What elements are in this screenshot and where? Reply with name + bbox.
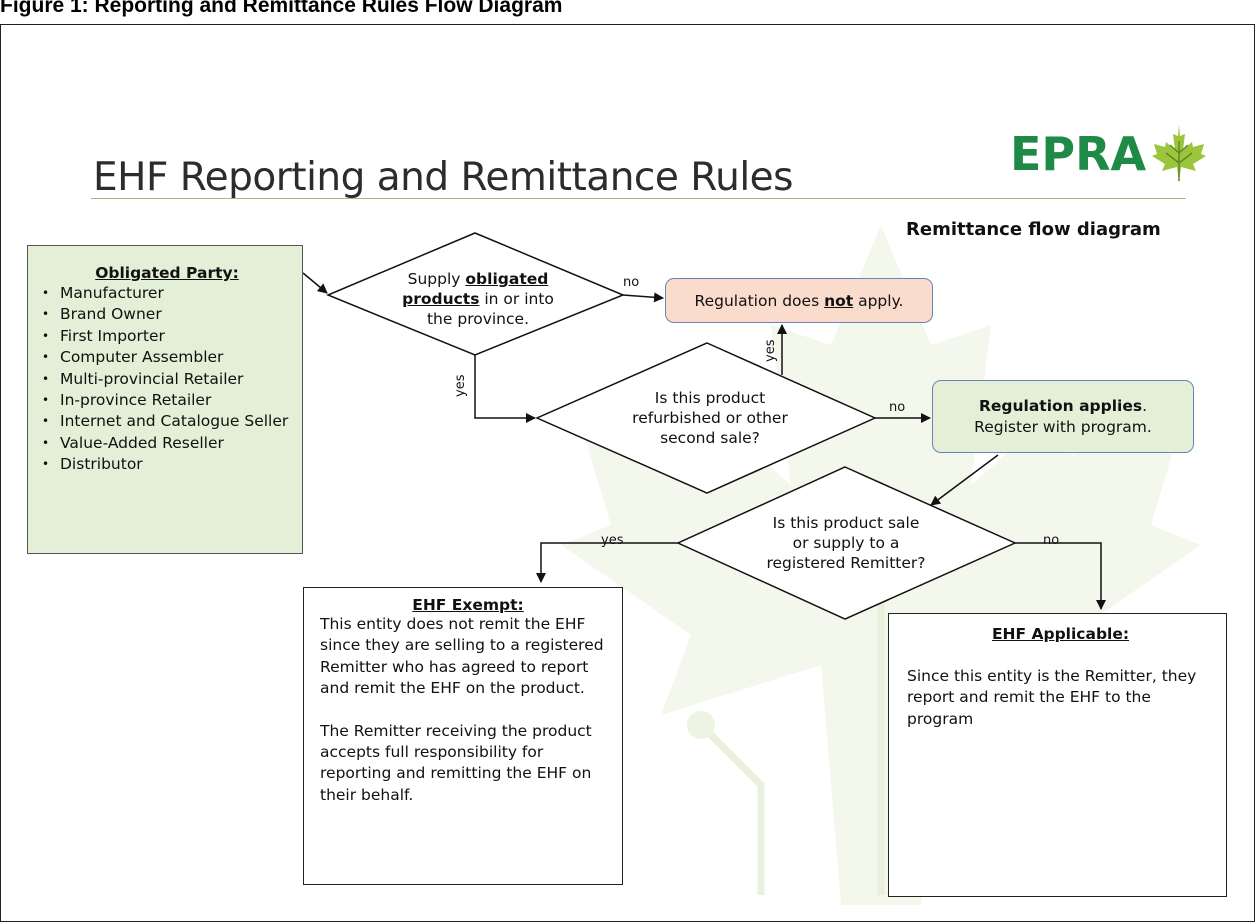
epra-logo: EPRA <box>1010 123 1212 185</box>
decision-1-pre: Supply <box>407 270 466 288</box>
list-item: In-province Retailer <box>42 390 294 412</box>
ehf-exempt-paragraph-1: This entity does not remit the EHF since… <box>320 615 604 698</box>
maple-leaf-icon <box>1152 125 1207 183</box>
ehf-exempt-heading: EHF Exempt: <box>412 596 524 614</box>
edge-label-d1-no: no <box>623 275 640 290</box>
decision-3-text: Is this product sale or supply to a regi… <box>766 514 926 572</box>
edge-applies-to-d3 <box>930 454 999 506</box>
title-rule <box>91 198 1186 199</box>
decision-1-text: Supply obligated products in or into the… <box>389 269 567 329</box>
decision-registered-remitter <box>676 466 1017 620</box>
edge-d1-no <box>622 292 664 303</box>
edge-label-d3-no: no <box>1043 533 1060 548</box>
figure-caption: Figure 1: Reporting and Remittance Rules… <box>0 0 563 17</box>
applies-post: . <box>1142 396 1148 415</box>
ehf-applicable-box: EHF Applicable: Since this entity is the… <box>888 613 1227 897</box>
flow-connectors <box>302 232 1106 620</box>
regulation-not-apply-box: Regulation does not apply. <box>665 278 933 323</box>
list-item: Multi-provincial Retailer <box>42 369 294 391</box>
ehf-exempt-paragraph-2: The Remitter receiving the product accep… <box>320 721 592 804</box>
decision-refurbished <box>535 342 877 494</box>
list-item: Brand Owner <box>42 304 294 326</box>
list-item: Computer Assembler <box>42 347 294 369</box>
flow-diagram-title: Remittance flow diagram <box>906 219 1161 240</box>
edge-label-d1-yes: yes <box>453 374 468 397</box>
logo-text: EPRA <box>1010 127 1147 181</box>
edge-d3-yes <box>536 542 678 583</box>
edge-d1-yes <box>474 355 536 423</box>
edge-label-d2-yes: yes <box>763 339 778 362</box>
decision-1-post: in or into the province. <box>426 290 554 328</box>
ehf-applicable-heading: EHF Applicable: <box>991 625 1130 643</box>
list-item: Manufacturer <box>42 283 294 305</box>
obligated-party-heading: Obligated Party: <box>95 264 239 282</box>
not-apply-pre: Regulation does <box>694 291 825 310</box>
slide-frame: EHF Reporting and Remittance Rules EPRA … <box>0 24 1255 922</box>
edge-label-d2-no: no <box>889 400 906 415</box>
applies-line-2: Register with program. <box>974 417 1152 436</box>
decision-1-bold: obligated products <box>402 270 549 308</box>
decision-2-text: Is this product refurbished or other sec… <box>632 389 788 447</box>
list-item: Distributor <box>42 454 294 476</box>
edge-d3-no <box>1015 542 1106 610</box>
applies-bold: Regulation applies <box>978 396 1143 415</box>
edge-label-d3-yes: yes <box>601 533 624 548</box>
slide-title: EHF Reporting and Remittance Rules <box>93 155 793 200</box>
list-item: Internet and Catalogue Seller <box>42 411 294 433</box>
applies-line-1: Regulation applies. <box>979 396 1147 417</box>
not-apply-text: Regulation does not apply. <box>695 292 904 310</box>
ehf-exempt-box: EHF Exempt: This entity does not remit t… <box>303 587 623 885</box>
list-item: First Importer <box>42 326 294 348</box>
edge-obligated-to-d1 <box>302 272 328 294</box>
not-apply-post: apply. <box>853 291 904 310</box>
obligated-party-panel: Obligated Party: Manufacturer Brand Owne… <box>27 245 303 554</box>
not-apply-bold: not <box>824 291 854 310</box>
ehf-applicable-paragraph: Since this entity is the Remitter, they … <box>907 667 1197 728</box>
list-item: Value-Added Reseller <box>42 433 294 455</box>
regulation-applies-box: Regulation applies. Register with progra… <box>932 380 1194 453</box>
obligated-party-list: Manufacturer Brand Owner First Importer … <box>40 283 294 476</box>
